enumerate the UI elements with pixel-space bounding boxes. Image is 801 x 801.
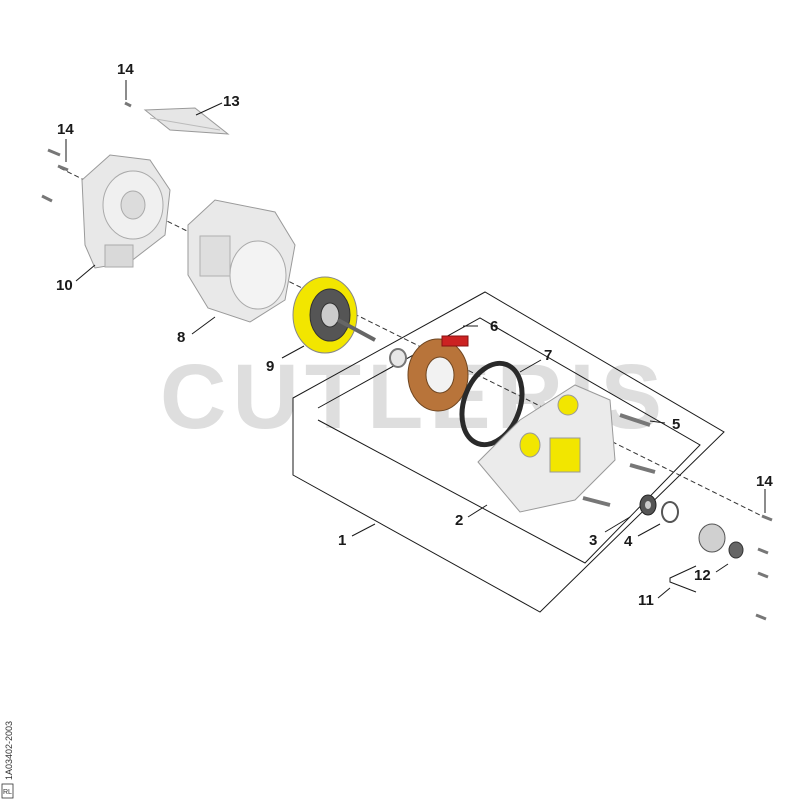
callout-14-top: 14	[117, 61, 134, 78]
callout-12: 12	[694, 567, 711, 584]
part-gasket	[459, 360, 525, 448]
part-housing	[187, 199, 296, 323]
callout-14-left: 14	[57, 121, 74, 138]
part-bearing	[639, 494, 657, 516]
part-main-cover	[477, 384, 616, 513]
leader-lines	[65, 80, 766, 599]
screws	[41, 101, 773, 621]
callout-9: 9	[266, 358, 274, 375]
part-rotor	[292, 276, 376, 354]
part-bracket-plate	[143, 107, 230, 135]
part-circlip	[661, 501, 679, 523]
callout-3: 3	[589, 532, 597, 549]
callout-10: 10	[56, 277, 73, 294]
reference-code: 1A03402-2003	[4, 721, 14, 780]
part-stator	[407, 335, 469, 412]
callout-4: 4	[624, 533, 633, 550]
callout-13: 13	[223, 93, 240, 110]
callout-2: 2	[455, 512, 463, 529]
callout-6: 6	[490, 318, 498, 335]
part-gears	[698, 523, 744, 559]
callout-8: 8	[177, 329, 185, 346]
alignment-axis	[59, 167, 771, 521]
callout-1: 1	[338, 532, 346, 549]
part-washer	[389, 348, 407, 368]
callout-7: 7	[544, 347, 552, 364]
callouts: 1 2 3 4 5 6 7 8 9 10 11 12 13 14 14 14	[56, 61, 773, 609]
callout-5: 5	[672, 416, 680, 433]
reference-badge: RL	[1, 783, 14, 799]
svg-text:RL: RL	[3, 789, 12, 796]
part-end-cover	[81, 154, 171, 269]
callout-11: 11	[638, 592, 654, 609]
part-pins	[582, 413, 656, 507]
callout-14-right: 14	[756, 473, 773, 490]
